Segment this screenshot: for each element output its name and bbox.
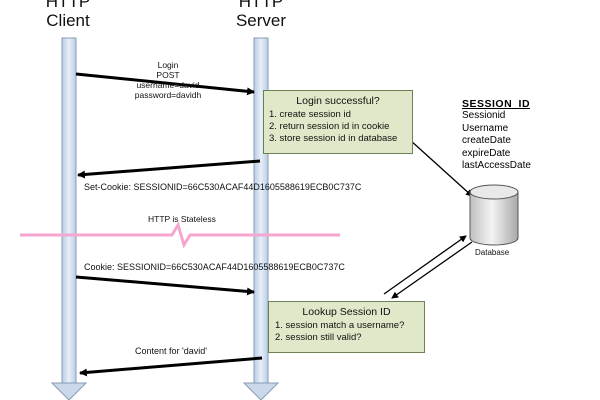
session-field: Username [462,122,509,134]
server-title-line2: Server [235,11,287,30]
client-title-line1: HTTP [45,0,91,11]
server-title: HTTP Server [201,0,321,30]
login-note-title: Login successful? [296,95,380,107]
session-table: SESSION_ID Sessionid Username createDate… [462,98,592,173]
lookup-note-item: 1. session match a username? [275,320,405,331]
client-lifeline [50,37,88,400]
client-title-line2: Client [46,11,90,30]
login-note-to-db-arrow [409,139,473,197]
session-field: lastAccessDate [462,160,531,171]
lookup-to-db-arrow [383,235,467,295]
login-request-line: username=david [136,80,200,90]
login-request-arrow [75,72,255,96]
lookup-note-item: 2. session still valid? [275,332,362,343]
login-request-line: Login [157,60,179,70]
login-request-line: POST [156,70,180,80]
cookie-request-arrow [75,275,255,296]
login-request-line: password=davidh [134,90,202,100]
login-note-item: 3. store session id in database [269,133,398,144]
lookup-note-title: Lookup Session ID [302,306,391,318]
cookie-label: Cookie: SESSIONID=66C530ACAF44D160558861… [84,262,345,272]
set-cookie-label: Set-Cookie: SESSIONID=66C530ACAF44D16055… [84,182,362,192]
client-title: HTTP Client [8,0,128,30]
lookup-note: Lookup Session ID 1. session match a use… [268,301,425,353]
session-field: expireDate [462,147,511,159]
database-label: Database [475,248,510,257]
login-request-label: Login POST username=david password=david… [128,60,208,100]
content-label: Content for 'david' [135,346,207,356]
login-note: Login successful? 1. create session id 2… [263,90,413,154]
session-field: createDate [462,135,511,146]
set-cookie-arrow [77,159,261,179]
session-field: Sessionid [462,110,506,121]
login-note-item: 2. return session id in cookie [269,121,390,132]
stateless-label: HTTP is Stateless [148,214,216,224]
content-response-arrow [79,356,263,377]
stateless-divider [20,221,340,249]
database-icon [469,184,519,246]
db-to-lookup-arrow [391,241,473,299]
server-title-line1: HTTP [238,0,284,11]
session-table-title: SESSION_ID [462,98,531,110]
login-note-item: 1. create session id [269,109,351,120]
